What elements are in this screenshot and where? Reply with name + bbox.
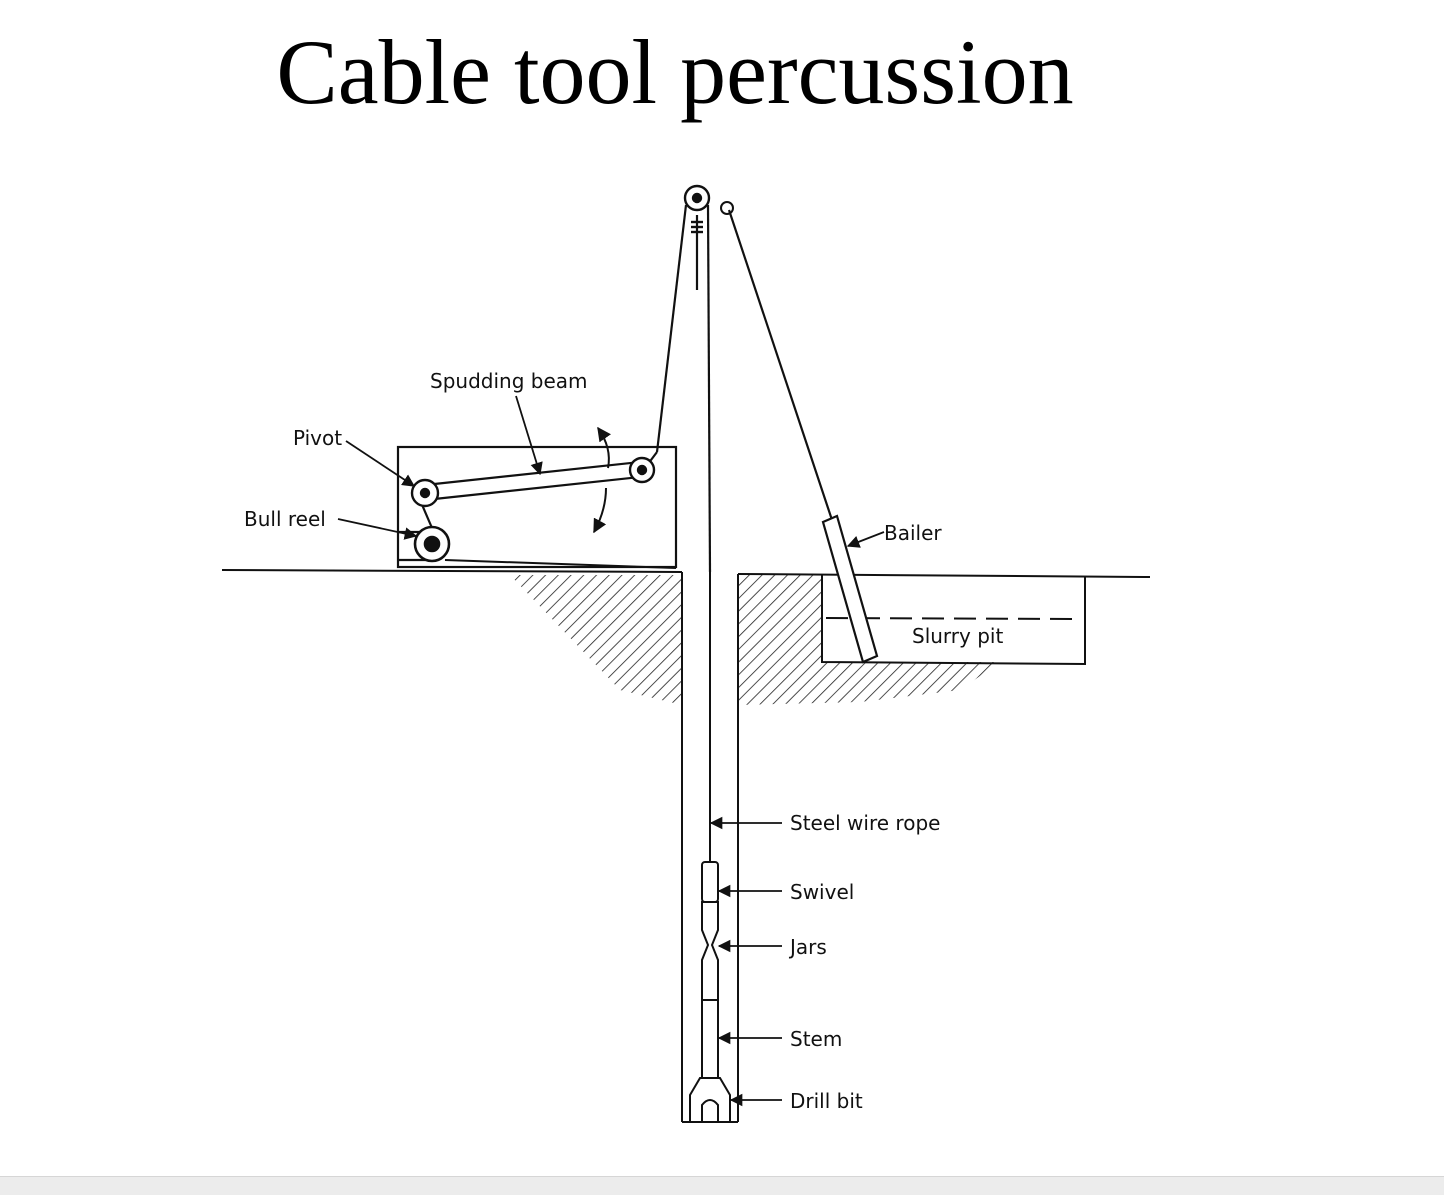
ground-hatching [510,575,1000,705]
leader-lines [337,395,885,1107]
spudding-beam [418,451,658,529]
mast [655,204,834,573]
tool-string [689,861,731,1123]
label-slurry-pit: Slurry pit [912,624,1003,648]
label-swivel: Swivel [790,880,854,904]
page-title: Cable tool percussion [276,21,1074,123]
label-spudding-beam: Spudding beam [430,369,587,393]
label-drill-bit: Drill bit [790,1089,863,1113]
label-bailer: Bailer [884,521,942,545]
label-steel-wire-rope: Steel wire rope [790,811,940,835]
bailer-sheave-icon [720,201,734,215]
pulley-icon [628,456,656,484]
bottom-bar [0,1176,1444,1195]
bull-reel-icon [413,525,451,563]
label-bull-reel: Bull reel [244,507,326,531]
ground-surface [221,569,1151,578]
label-stem: Stem [790,1027,842,1051]
bailer-icon [821,514,879,664]
bull-reel-rope [444,559,677,569]
slurry-pit [821,575,1086,666]
crown-sheave-icon [683,184,711,234]
label-jars: Jars [788,935,827,959]
pivot-wheel-icon [410,478,440,508]
label-pivot: Pivot [293,426,342,450]
rocking-arrows [593,426,611,534]
